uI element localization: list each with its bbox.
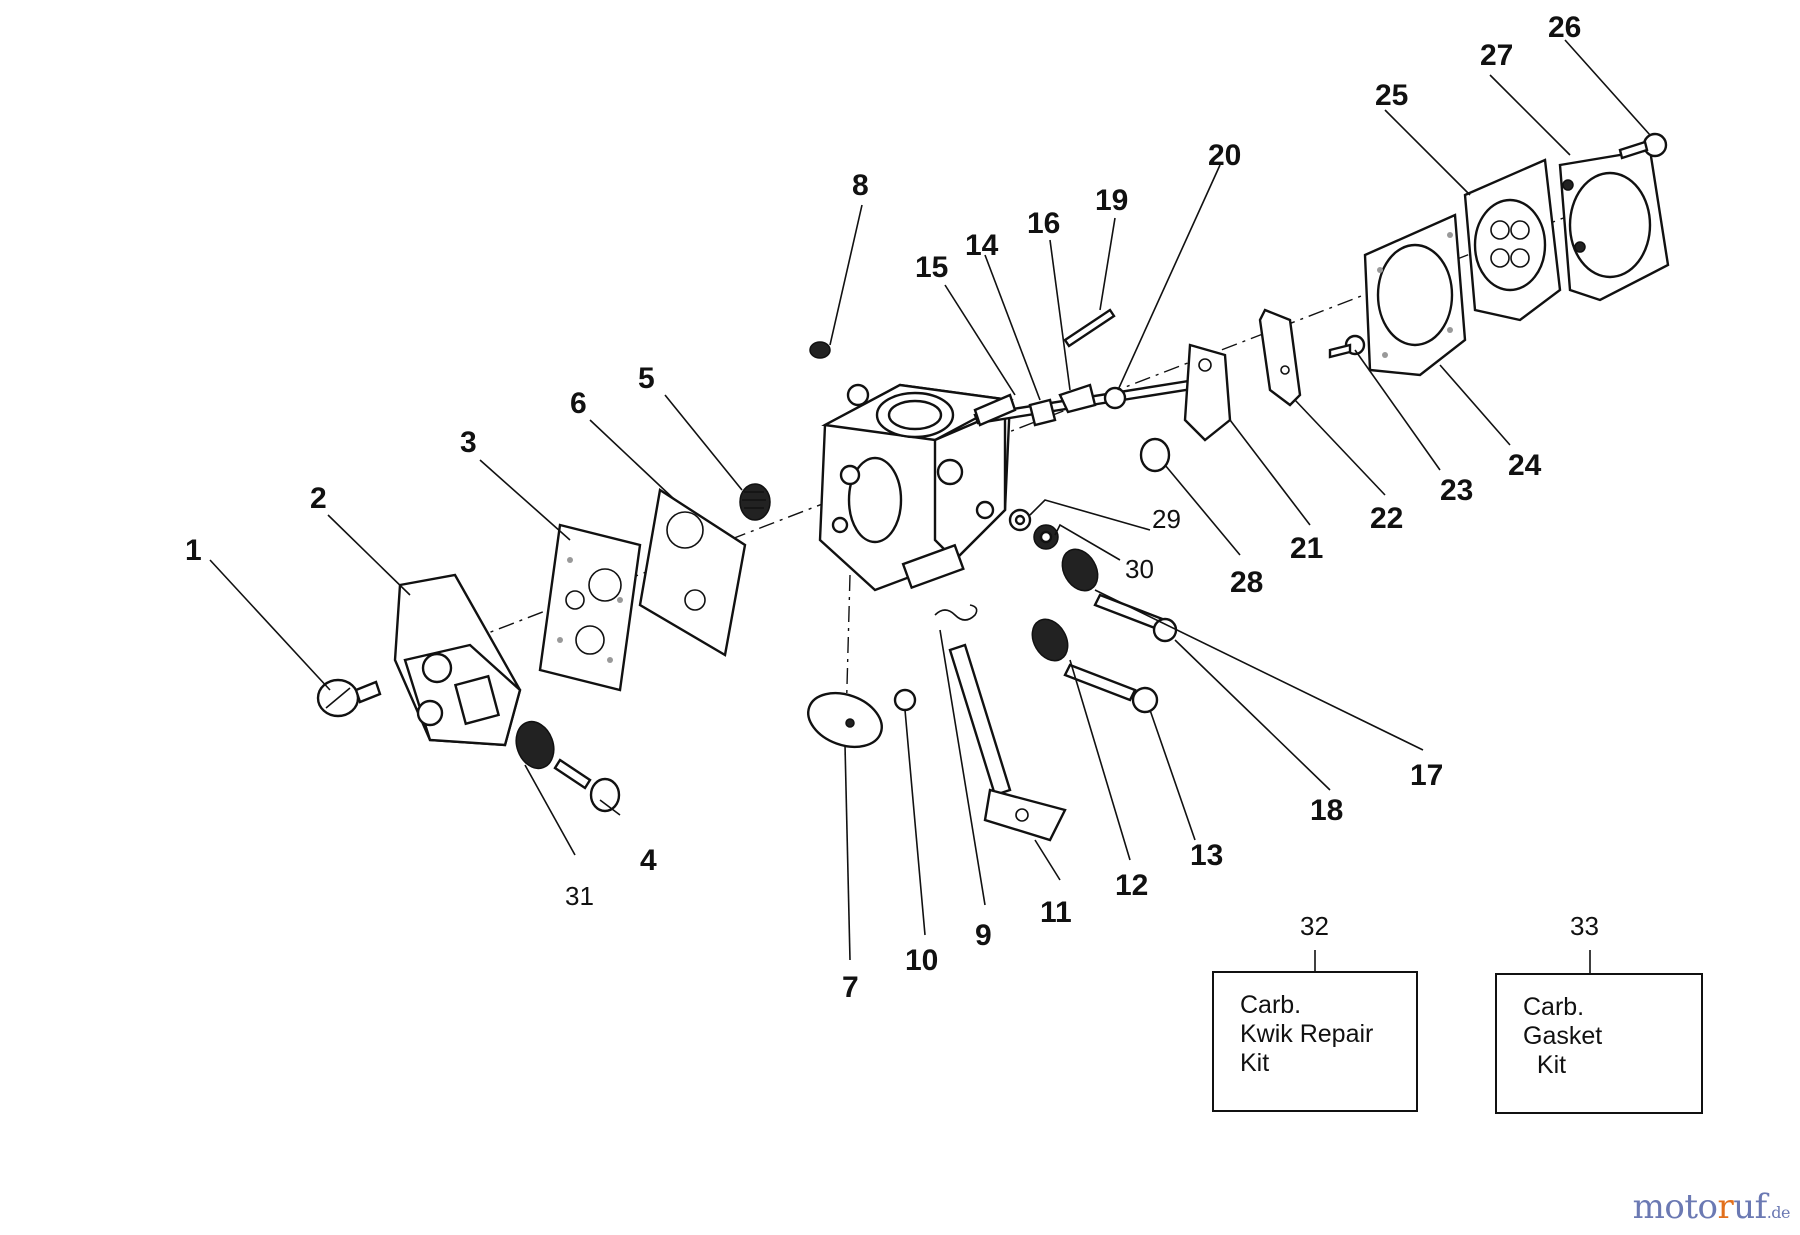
- kit-repair-line-1: Carb.: [1240, 991, 1302, 1019]
- callout-11: 11: [1040, 896, 1072, 929]
- kit-box-gasket: Carb. Gasket Kit: [1495, 973, 1703, 1114]
- part-18-needle-and-spring: [1061, 548, 1178, 643]
- kit-gasket-line-3: Kit: [1523, 1051, 1567, 1079]
- callout-16: 16: [1027, 207, 1060, 240]
- callout-28: 28: [1230, 566, 1263, 599]
- callout-33: 33: [1570, 911, 1599, 941]
- part-22-throttle-plate: [1258, 308, 1302, 407]
- callout-23: 23: [1440, 474, 1473, 507]
- callout-17: 17: [1410, 759, 1443, 792]
- part-23-screw: [1328, 334, 1366, 359]
- kit-repair-line-3: Kit: [1240, 1049, 1270, 1077]
- part-21-lever: [1183, 343, 1232, 442]
- callout-30: 30: [1125, 554, 1154, 584]
- kit-gasket-line-1: Carb.: [1523, 993, 1585, 1021]
- callout-20: 20: [1208, 139, 1241, 172]
- kit-gasket-line-2: Gasket: [1523, 1022, 1603, 1050]
- callout-7: 7: [842, 971, 859, 1004]
- callout-numbers: 1 2 3 4 5 6 7 8 9 10 11 12 13 14 15 16 1…: [185, 11, 1599, 1004]
- callout-6: 6: [570, 387, 587, 420]
- carburetor-body: [818, 383, 1014, 592]
- part-8-plug: [809, 341, 831, 359]
- callout-32: 32: [1300, 911, 1329, 941]
- callout-10: 10: [905, 944, 938, 977]
- callout-26: 26: [1548, 11, 1581, 44]
- callout-4: 4: [640, 844, 657, 877]
- callout-22: 22: [1370, 502, 1403, 535]
- part-5-filter-screen: [739, 483, 771, 521]
- callout-29: 29: [1152, 504, 1181, 534]
- callout-19: 19: [1095, 184, 1128, 217]
- watermark-logo: motoruf.de: [1632, 1187, 1791, 1227]
- throttle-shaft-assembly: [973, 308, 1200, 427]
- part-28-plug: [1139, 437, 1171, 473]
- callout-27: 27: [1480, 39, 1513, 72]
- callout-1: 1: [185, 534, 202, 567]
- callout-25: 25: [1375, 79, 1408, 112]
- callout-8: 8: [852, 169, 869, 202]
- callout-2: 2: [310, 482, 327, 515]
- parts-29-30-washers: [1008, 508, 1059, 550]
- part-27-cover: [1558, 148, 1670, 302]
- callout-24: 24: [1508, 449, 1542, 482]
- callout-5: 5: [638, 362, 655, 395]
- part-1-screw: [316, 678, 382, 718]
- kit-box-repair: Carb. Kwik Repair Kit: [1212, 971, 1418, 1112]
- parts-4-31-needle-and-spring: [515, 720, 621, 813]
- callout-3: 3: [460, 426, 477, 459]
- callout-15: 15: [915, 251, 948, 284]
- callout-14: 14: [965, 229, 999, 262]
- callout-12: 12: [1115, 869, 1148, 902]
- kit-repair-line-2: Kwik Repair: [1240, 1020, 1374, 1048]
- part-6-diaphragm: [638, 488, 747, 657]
- part-2-pump-cover: [393, 573, 522, 747]
- part-3-gasket: [538, 523, 642, 692]
- callout-21: 21: [1290, 532, 1323, 565]
- callout-13: 13: [1190, 839, 1223, 872]
- part-25-diaphragm: [1463, 158, 1562, 322]
- part-13-needle-and-spring: [1031, 618, 1159, 714]
- callout-18: 18: [1310, 794, 1343, 827]
- parts-9-11-metering-lever: [934, 604, 1067, 842]
- leader-lines: [209, 39, 1651, 1000]
- part-26-screw: [1618, 132, 1668, 160]
- parts-7-10-disc-and-screw: [807, 688, 917, 749]
- callout-31: 31: [565, 881, 594, 911]
- callout-9: 9: [975, 919, 992, 952]
- part-24-gasket: [1363, 213, 1467, 377]
